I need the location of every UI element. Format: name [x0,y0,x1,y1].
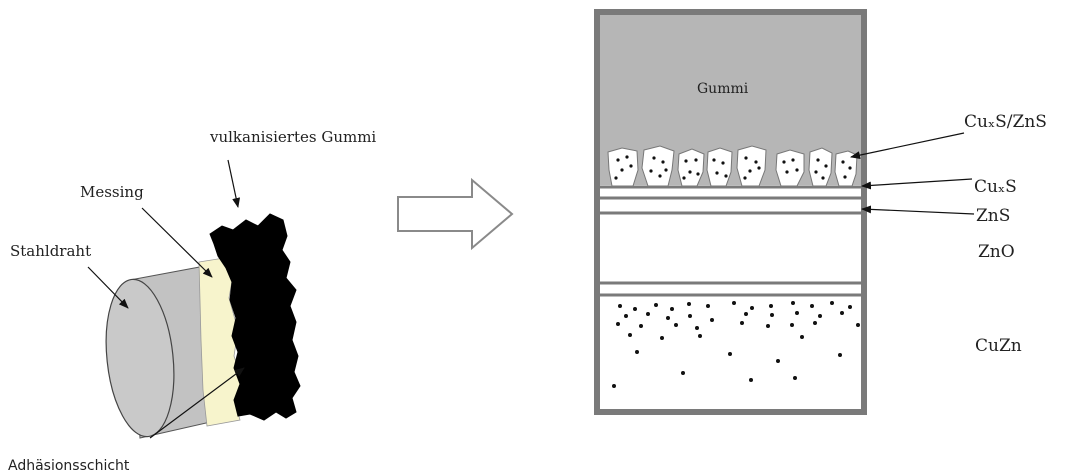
label-cuzn: CuZn [975,336,1022,356]
label-cuxs-zns: CuₓS/ZnS [964,112,1047,132]
label-steel-wire: Stahldraht [10,242,91,260]
label-rubber: Gummi [697,81,749,97]
label-brass: Messing [80,183,144,201]
arrow-brass [141,207,213,278]
cuzn-dots [612,301,860,388]
transition-arrow [397,177,514,251]
arrow-zns [861,205,975,215]
crystal-dots [614,155,852,180]
vulcanized-rubber-layer [209,213,301,421]
crystal-blob [834,150,858,187]
arrow-steel-wire [87,266,129,309]
crystal-blob [775,149,805,187]
arrow-cuxs [861,178,973,190]
steel-wire-end-face [105,278,175,438]
crystal-blob [736,145,767,187]
arrow-adhesion-layer [149,367,245,439]
arrow-vulcanized-rubber [227,159,241,208]
crystal-blob [706,147,733,187]
cross-section [594,9,867,415]
wire-illustration [105,213,301,439]
label-cuxs: CuₓS [974,177,1017,197]
arrow-cuxs-zns [850,132,965,160]
crystal-blob [641,145,675,187]
crystal-blob [808,147,833,187]
label-zno: ZnO [978,242,1015,262]
label-zns: ZnS [976,206,1010,226]
crystal-blob [607,147,639,187]
label-vulcanized-rubber: vulkanisiertes Gummi [209,128,376,146]
label-adhesion-layer: Adhäsionsschicht [8,458,130,473]
